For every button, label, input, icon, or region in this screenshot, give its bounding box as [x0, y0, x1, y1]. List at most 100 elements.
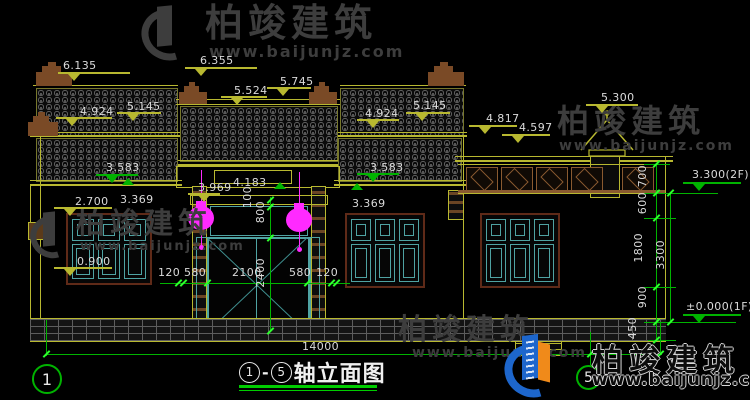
title-underline — [239, 385, 377, 388]
title-axis-circle-from: 1 — [239, 361, 260, 383]
elevation-marker-triangle — [106, 176, 118, 183]
elevation-marker-line — [56, 117, 112, 119]
window-pane — [124, 219, 146, 279]
elevation-marker-triangle — [367, 175, 379, 182]
window-pane — [98, 219, 120, 279]
window-pane — [351, 219, 371, 282]
level-3300-2f: 3.300(2F) — [692, 168, 749, 181]
elevation-marker-triangle — [277, 89, 289, 96]
elevation-marker-triangle — [64, 209, 76, 216]
logo-building-icon — [43, 211, 55, 247]
elevation-marker-line — [185, 67, 257, 69]
bay-fascia-panel — [214, 170, 292, 184]
dimension-line-bottom — [46, 354, 662, 355]
watermark-brand: 柏竣建筑 — [398, 312, 535, 346]
watermark-url: www.baijunjz.com — [209, 42, 405, 61]
dim-2100: 2100 — [232, 266, 262, 279]
lattice-cell — [72, 219, 94, 241]
level-5145-right: 5.145 — [413, 99, 447, 112]
watermark-left: 柏竣建筑 www.baijunjz.com — [22, 208, 245, 266]
window-pane — [375, 219, 395, 282]
watermark-brand: 柏竣建筑 — [557, 102, 706, 140]
lattice-cell — [98, 244, 120, 279]
elevation-marker-line — [586, 104, 638, 106]
window-pane — [72, 219, 94, 279]
dim-580-left: 580 — [184, 266, 207, 279]
door-lintel-beam — [190, 195, 328, 205]
railing-bottom-rail — [458, 190, 665, 194]
dim-1800: 1800 — [632, 233, 645, 263]
axis-number: 5 — [277, 365, 285, 379]
railing-panel — [501, 167, 533, 192]
watermark-url: www.baijunjz.com — [592, 370, 750, 390]
ridge-ornament — [28, 112, 58, 136]
railing-panel — [536, 167, 568, 192]
window-pane — [534, 219, 554, 282]
lattice-cell — [375, 219, 395, 241]
eave-line — [334, 184, 466, 186]
leader-line — [648, 340, 676, 341]
elevation-marker-triangle — [479, 127, 491, 134]
elevation-marker-triangle — [231, 98, 243, 105]
title-underline — [239, 390, 377, 391]
dim-900: 900 — [636, 286, 649, 309]
lattice-cell — [510, 219, 530, 241]
elevation-marker-triangle — [693, 316, 705, 323]
lantern-cap — [196, 201, 206, 207]
drawing-title: 1 - 5 轴立面图 — [239, 356, 386, 388]
elevation-marker-triangle — [351, 183, 363, 190]
ridge-ornament — [309, 82, 337, 104]
lattice-cell — [534, 219, 554, 241]
axis-line-1 — [46, 320, 47, 356]
level-6355: 6.355 — [200, 54, 234, 67]
ridge-ornament — [428, 62, 464, 86]
dim-700: 700 — [636, 165, 649, 188]
ridge-ornament — [179, 82, 207, 104]
level-3369-left: 3.369 — [120, 193, 154, 206]
elevation-marker-line — [357, 173, 399, 175]
eave-line — [30, 184, 182, 186]
lattice-cell — [351, 244, 371, 282]
lattice-cell — [98, 219, 120, 241]
roof-tiles-upper-left — [36, 88, 178, 136]
axis-number: 5 — [584, 369, 593, 386]
lantern-tassel-knob — [199, 245, 204, 250]
axis-bubble-5: 5 — [576, 365, 601, 390]
elevation-marker-triangle — [693, 184, 705, 191]
elevation-marker-triangle — [122, 178, 134, 185]
logo-building-icon — [522, 333, 538, 381]
elevation-marker-line — [54, 207, 112, 209]
elevation-marker-line — [683, 182, 741, 184]
lattice-cell — [124, 244, 146, 279]
axis-line-5 — [590, 332, 591, 365]
wall-edge — [30, 185, 31, 318]
eave-line — [337, 135, 467, 137]
level-3583-left: 3.583 — [106, 161, 140, 174]
elevation-marker-triangle — [64, 269, 76, 276]
elevation-marker-triangle — [512, 136, 524, 143]
elevation-marker-triangle — [195, 69, 207, 76]
eave-line — [30, 132, 180, 133]
elevation-marker-line — [96, 174, 138, 176]
wing-eave-line — [455, 156, 673, 157]
title-axis-circle-to: 5 — [270, 361, 292, 383]
dim-600: 600 — [636, 192, 649, 215]
title-dash: - — [262, 362, 269, 382]
wall-edge — [665, 156, 666, 318]
roof-tiles-lower-right — [338, 138, 462, 182]
level-6135: 6.135 — [63, 59, 97, 72]
leader-line — [644, 322, 736, 323]
dim-3300: 3300 — [654, 240, 667, 270]
logo-building-accent-icon — [538, 341, 550, 383]
lattice-cell — [375, 244, 395, 282]
leader-line — [644, 287, 676, 288]
level-3583-right: 3.583 — [370, 161, 404, 174]
lattice-window-middle — [345, 213, 425, 288]
wall-edge — [463, 136, 464, 318]
lattice-cell — [510, 244, 530, 282]
lattice-cell — [399, 244, 419, 282]
lantern-cord — [299, 172, 300, 206]
elevation-marker-line — [221, 96, 267, 98]
level-3369-right: 3.369 — [352, 197, 386, 210]
